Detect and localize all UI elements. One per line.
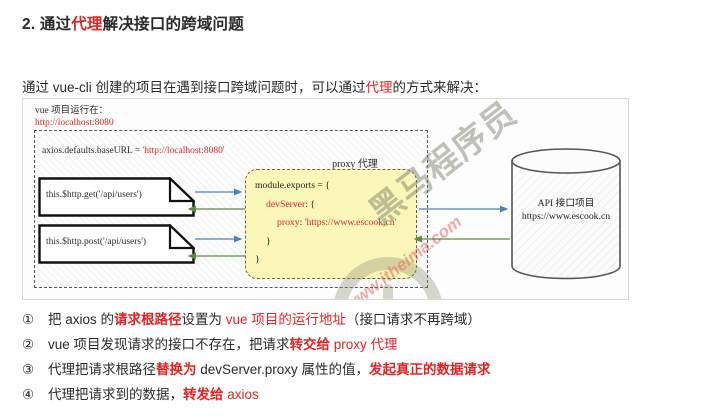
api-server-url: https://www.escook.cn [521,211,611,222]
step-text-fragment: vue 项目发现请求的接口不存在，把请求 [48,337,290,352]
axios-get-request-label: this.$http.get('/api/users') [46,190,142,200]
vue-project-caption-line: vue 项目运行在： [35,106,109,116]
axios-baseurl-key: axios.defaults.baseURL = [42,146,143,156]
proxy-config-box [245,169,417,279]
step-text-fragment: 设置为 [181,312,226,327]
step-item: ② vue 项目发现请求的接口不存在，把请求转交给 proxy 代理 [22,333,702,358]
intro-part1: 通过 vue-cli 创建的项目在遇到接口跨域问题时，可以通过 [22,80,366,95]
page-title-highlight: 代理 [71,16,103,33]
step-text-fragment: axios [223,387,259,402]
step-number: ④ [22,387,35,402]
proxy-code-line4: } [266,235,271,247]
step-item: ③ 代理把请求根路径替换为 devServer.proxy 属性的值，发起真正的数… [22,358,702,383]
step-text-fragment: 把 axios 的 [48,312,115,327]
step-text-fragment: vue 项目的运行地址 [225,312,346,327]
step-text-fragment: 转发给 [183,387,224,402]
step-text: 把 axios 的请求根路径设置为 vue 项目的运行地址（接口请求不再跨域） [48,308,481,328]
proxy-code-proxy-value: 'https://www.escook.cn' [304,217,397,228]
proxy-code-line1: module.exports = { [255,180,330,191]
step-text-fragment: 代理把请求到的数据， [48,387,183,402]
intro-highlight: 代理 [365,80,393,95]
intro-paragraph: 通过 vue-cli 创建的项目在遇到接口跨域问题时，可以通过代理的方式来解决： [22,76,487,96]
step-number: ① [22,312,35,327]
step-number: ② [22,337,35,352]
proxy-architecture-diagram: vue 项目运行在： http://localhost:8080 axios.d… [22,98,629,300]
proxy-title: proxy 代理 [332,159,378,170]
step-number: ③ [22,362,35,377]
step-text-fragment: 代理把请求根路径 [48,362,156,377]
proxy-code-devserver-key: devServer [266,198,306,210]
step-text-fragment: （接口请求不再跨域） [345,312,481,327]
step-item: ④ 代理把请求到的数据，转发给 axios [22,383,702,408]
step-text-fragment: 发起真正的数据请求 [369,362,491,377]
step-text-fragment: devServer.proxy 属性的值， [196,362,370,377]
page-title-prefix: 2. 通过 [22,16,72,33]
page-title-suffix: 解决接口的跨域问题 [102,16,244,33]
proxy-config-code: module.exports = { devServer: { proxy: 'ht… [255,177,396,270]
proxy-code-line3-sep: : [299,217,305,228]
step-text: 代理把请求到的数据，转发给 axios [48,383,259,403]
steps-list: ① 把 axios 的请求根路径设置为 vue 项目的运行地址（接口请求不再跨域）… [22,308,702,408]
proxy-code-proxy-key: proxy [277,217,300,228]
axios-get-request-note: this.$http.get('/api/users') [38,177,195,217]
step-text-fragment: 转交给 [289,337,331,352]
step-text: vue 项目发现请求的接口不存在，把请求转交给 proxy 代理 [48,333,398,353]
page-title: 2. 通过代理解决接口的跨域问题 [22,12,244,34]
axios-post-request-label: this.$http.post('/api/users') [46,237,147,247]
step-text-fragment: 请求根路径 [114,312,182,327]
api-server-title: API 接口项目 [537,198,595,209]
axios-baseurl-value: 'http://localhost:8080' [142,146,225,156]
api-server-cylinder: API 接口项目 https://www.escook.cn [510,147,622,280]
axios-baseurl-code: axios.defaults.baseURL = 'http://localho… [42,146,225,156]
intro-part2: 的方式来解决： [392,80,488,95]
axios-post-request-note: this.$http.post('/api/users') [38,224,195,264]
step-item: ① 把 axios 的请求根路径设置为 vue 项目的运行地址（接口请求不再跨域） [22,308,702,333]
vue-project-url: http://localhost:8080 [35,117,114,128]
proxy-code-line5: } [255,254,260,265]
proxy-code-line2-rest: : { [305,198,316,210]
step-text: 代理把请求根路径替换为 devServer.proxy 属性的值，发起真正的数据… [48,358,491,378]
vue-project-caption: vue 项目运行在： http://localhost:8080 [35,106,114,129]
step-text-fragment: proxy 代理 [330,337,398,352]
step-text-fragment: 替换为 [156,362,197,377]
flow-arrows [187,188,510,260]
api-server-label: API 接口项目 https://www.escook.cn [510,197,622,223]
database-cylinder-icon [511,148,621,280]
